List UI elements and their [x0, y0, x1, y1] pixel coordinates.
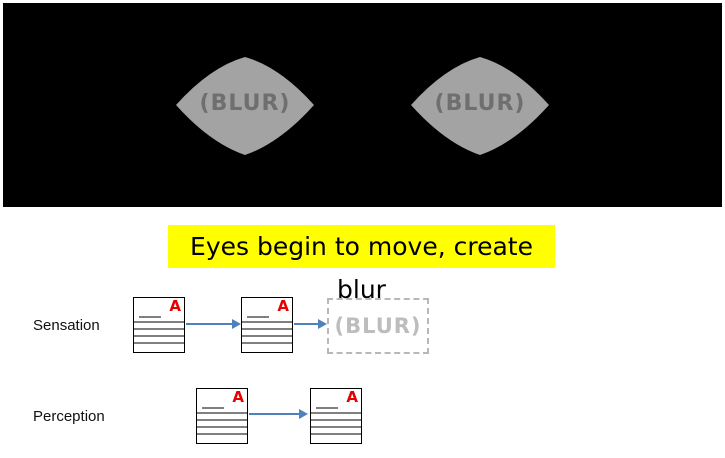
perception-card-1: A	[196, 388, 248, 444]
card-letter: A	[277, 297, 289, 315]
sensation-card-2: A	[241, 297, 293, 353]
right-eye-label: (BLUR)	[434, 91, 526, 116]
card-letter: A	[346, 388, 358, 406]
arrow-icon	[294, 319, 327, 329]
left-eye-label: (BLUR)	[199, 91, 291, 116]
caption-banner: Eyes begin to move, create blur	[168, 225, 555, 304]
black-panel	[3, 3, 722, 207]
eye-shape-icon	[411, 57, 549, 155]
sensation-label: Sensation	[33, 317, 100, 334]
card-letter: A	[232, 388, 244, 406]
eye-shape-icon	[176, 57, 314, 155]
blur-box-label: (BLUR)	[334, 314, 422, 338]
perception-label: Perception	[33, 408, 105, 425]
right-eye-shape: (BLUR)	[411, 55, 549, 157]
arrow-icon	[249, 409, 308, 419]
card-letter: A	[169, 297, 181, 315]
blur-box: (BLUR)	[327, 298, 429, 354]
left-eye-shape: (BLUR)	[176, 55, 314, 157]
perception-card-2: A	[310, 388, 362, 444]
sensation-card-1: A	[133, 297, 185, 353]
arrow-icon	[186, 319, 241, 329]
